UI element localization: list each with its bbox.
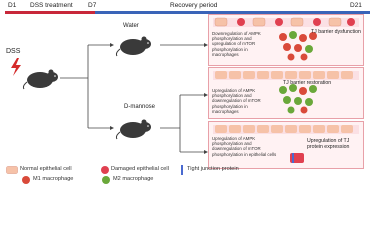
timeline-d1: D1	[8, 2, 17, 9]
panel-dmannose-epithelial: Upregulation of AMPK phosphorylation and…	[208, 121, 364, 169]
panel-1-text: Downregulation of AMPK phosphorylation a…	[212, 31, 261, 57]
epithelial-cell-single	[290, 153, 304, 163]
flow-diagram	[60, 43, 208, 154]
legend-m1: M1 macrophage	[33, 176, 74, 182]
epithelium-damaged	[213, 18, 359, 27]
epithelial-cells-tj	[215, 125, 353, 133]
panel-3-text: Upregulation of AMPK phosphorylation and…	[212, 136, 277, 157]
macrophage-cluster-m1	[279, 31, 317, 61]
epithelial-cells-damaged	[214, 17, 355, 27]
legend-normal-cell: Normal epithelial cell	[20, 166, 72, 172]
lightning-icon	[11, 58, 21, 76]
macrophage-cluster-m2	[279, 84, 317, 114]
normal-cell-icon	[6, 166, 18, 174]
m2-macrophage-icon	[102, 176, 110, 184]
panel-2-text: Upregulation of AMPK phosphorylation and…	[212, 88, 261, 114]
mouse-icon-dss	[22, 69, 58, 90]
tight-junction-icon	[181, 165, 183, 175]
panel-1-outcome: TJ barrier dysfunction	[311, 29, 361, 35]
mouse-icon-dmannose	[115, 119, 151, 140]
water-label: Water	[123, 23, 139, 29]
timeline-recovery-period: Recovery period	[170, 2, 218, 9]
legend-damaged-cell: Damaged epithelial cell	[111, 166, 169, 172]
timeline-bar-recovery	[95, 11, 370, 14]
legend-tight-junction: Tight junction protein	[187, 166, 239, 172]
epithelial-cells-restored	[215, 71, 353, 79]
panel-2-outcome: TJ barrier restoration	[283, 80, 332, 86]
panel-water: Downregulation of AMPK phosphorylation a…	[208, 14, 364, 66]
mouse-icon-water	[115, 36, 151, 57]
panel-dmannose-macrophage: Upregulation of AMPK phosphorylation and…	[208, 67, 364, 119]
timeline-dss-treatment: DSS treatment	[30, 2, 73, 9]
dss-label: DSS	[6, 48, 21, 55]
timeline-d21: D21	[350, 2, 362, 9]
panel-3-outcome: Upregulation of TJ protein expression	[307, 138, 350, 150]
dmannose-label: D-mannose	[124, 104, 156, 110]
timeline-bar-dss	[5, 11, 95, 14]
damaged-cell-icon	[101, 166, 109, 174]
legend-m2: M2 macrophage	[113, 176, 154, 182]
m1-macrophage-icon	[22, 176, 30, 184]
timeline-d7: D7	[88, 2, 97, 9]
